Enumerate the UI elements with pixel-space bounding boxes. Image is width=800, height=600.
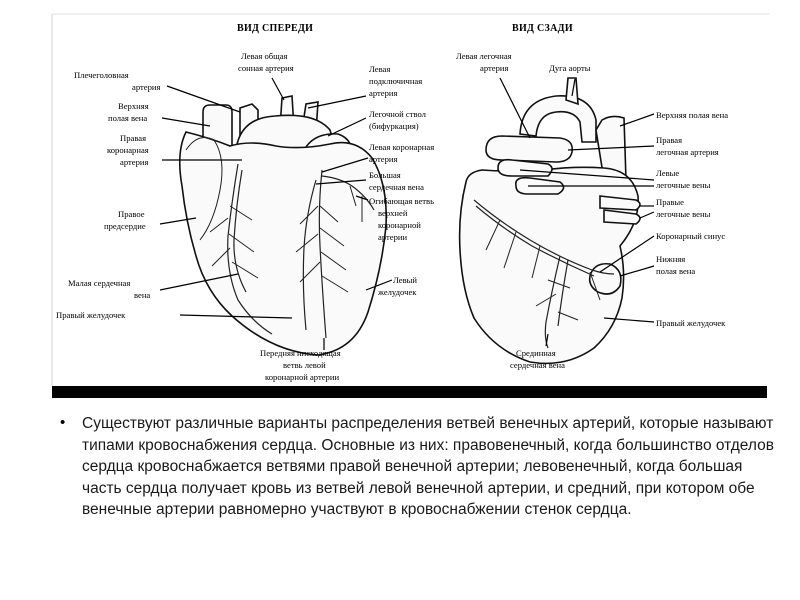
label-middle-cardiac-vein: Срединная <box>516 348 556 358</box>
label-left-common-carotid: Левая общая <box>241 51 288 61</box>
label-left-subclavian-3: артерия <box>369 88 397 98</box>
label-right-atrium-2: предсердие <box>104 221 146 231</box>
coronary-sinus-line-2 <box>475 205 595 277</box>
label-svc-2: полая вена <box>108 113 147 123</box>
label-left-pulmonary-artery: Левая легочная <box>456 51 512 61</box>
label-coronary-sinus: Коронарный синус <box>656 231 725 241</box>
back-view-title: ВИД СЗАДИ <box>512 23 573 34</box>
posterior-descending-line <box>557 259 569 327</box>
lad-artery-line <box>318 169 327 339</box>
label-small-cardiac-vein: Малая сердечная <box>68 278 130 288</box>
great-cardiac-vein-line <box>302 179 317 331</box>
front-view-title: ВИД СПЕРЕДИ <box>237 23 313 34</box>
label-circumflex-4: артерии <box>378 232 407 242</box>
label-circumflex-3: коронарной <box>378 220 421 230</box>
back-vessel-branches <box>485 219 601 321</box>
label-right-atrium: Правое <box>118 209 145 219</box>
label-pulmonary-trunk: Легочной ствол <box>369 109 427 119</box>
label-middle-cardiac-vein-2: сердечная вена <box>510 360 565 370</box>
right-pulmonary-vein-2 <box>603 209 641 225</box>
aortic-arch-back-shape <box>519 95 597 143</box>
label-left-common-carotid-2: сонная артерия <box>238 63 294 73</box>
label-left-pulmonary-veins: Левые <box>656 168 679 178</box>
label-left-subclavian-2: подключичная <box>369 76 422 86</box>
small-cardiac-vein-line <box>233 169 247 293</box>
label-left-coronary: Левая коронарная <box>369 142 434 152</box>
circumflex-artery-line <box>321 175 375 211</box>
back-labels: Левая легочная артерия Дуга аорты Верхня… <box>456 51 728 370</box>
back-leader-lines <box>499 77 655 347</box>
front-heart-outline <box>178 131 388 356</box>
label-left-coronary-2: артерия <box>369 154 397 164</box>
front-leader-lines <box>159 77 393 350</box>
label-right-ventricle-back: Правый желудочек <box>656 318 726 328</box>
label-left-ventricle: Левый <box>393 275 417 285</box>
heart-anatomy-figure: ВИД СПЕРЕДИ ВИД СЗАДИ <box>51 13 770 398</box>
back-heart-drawing <box>458 77 641 365</box>
figure-bottom-bar <box>52 386 767 398</box>
label-right-pulmonary-veins-2: легочные вены <box>656 209 711 219</box>
label-lad-3: коронарной артерии <box>265 372 339 382</box>
label-left-ventricle-2: желудочек <box>377 287 417 297</box>
label-right-coronary: Правая <box>120 133 146 143</box>
label-right-ventricle-front: Правый желудочек <box>56 310 126 320</box>
label-aortic-arch: Дуга аорты <box>549 63 591 73</box>
label-great-cardiac-vein-2: сердечная вена <box>369 182 424 192</box>
label-pulmonary-trunk-2: (бифуркация) <box>369 121 419 131</box>
front-heart-drawing <box>178 95 388 356</box>
right-coronary-artery-line <box>227 163 273 335</box>
label-ivc-2: полая вена <box>656 266 695 276</box>
label-svc: Верхняя <box>118 101 149 111</box>
right-pulmonary-vein-1 <box>599 195 641 211</box>
right-atrium-line <box>185 137 223 241</box>
middle-cardiac-vein-line <box>544 255 561 349</box>
label-right-pulmonary-veins: Правые <box>656 197 684 207</box>
label-lad: Передняя нисходящая <box>260 348 341 358</box>
lad-branches <box>295 205 349 293</box>
label-left-pulmonary-veins-2: легочные вены <box>656 180 711 190</box>
label-right-pulmonary-artery-2: легочная артерия <box>656 147 719 157</box>
caption-text: Существуют различные варианты распределе… <box>82 415 774 518</box>
arch-branch-shape <box>565 77 579 106</box>
rca-branches <box>209 205 259 279</box>
label-great-cardiac-vein: Большая <box>369 170 401 180</box>
circumflex-branches <box>349 185 363 222</box>
label-svc-back: Верхняя полая вена <box>656 110 728 120</box>
left-pulmonary-artery-back-shape <box>485 135 574 163</box>
label-brachiocephalic-2: артерия <box>132 82 160 92</box>
bullet-marker: • <box>60 414 66 431</box>
label-lad-2: ветвь левой <box>283 360 326 370</box>
label-right-pulmonary-artery: Правая <box>656 135 682 145</box>
label-small-cardiac-vein-2: вена <box>134 290 150 300</box>
label-left-subclavian: Левая <box>369 64 390 74</box>
caption-block: • Существуют различные варианты распреде… <box>60 413 780 521</box>
label-right-coronary-3: артерия <box>120 157 148 167</box>
label-right-coronary-2: коронарная <box>107 145 149 155</box>
label-circumflex-2: верхней <box>378 208 408 218</box>
label-circumflex: Огибающая ветвь <box>369 196 434 206</box>
label-brachiocephalic: Плечеголовная <box>74 70 129 80</box>
front-labels: Левая общая сонная артерия Плечеголовная… <box>56 51 434 382</box>
label-ivc: Нижняя <box>656 254 685 264</box>
label-left-pulmonary-artery-2: артерия <box>480 63 508 73</box>
